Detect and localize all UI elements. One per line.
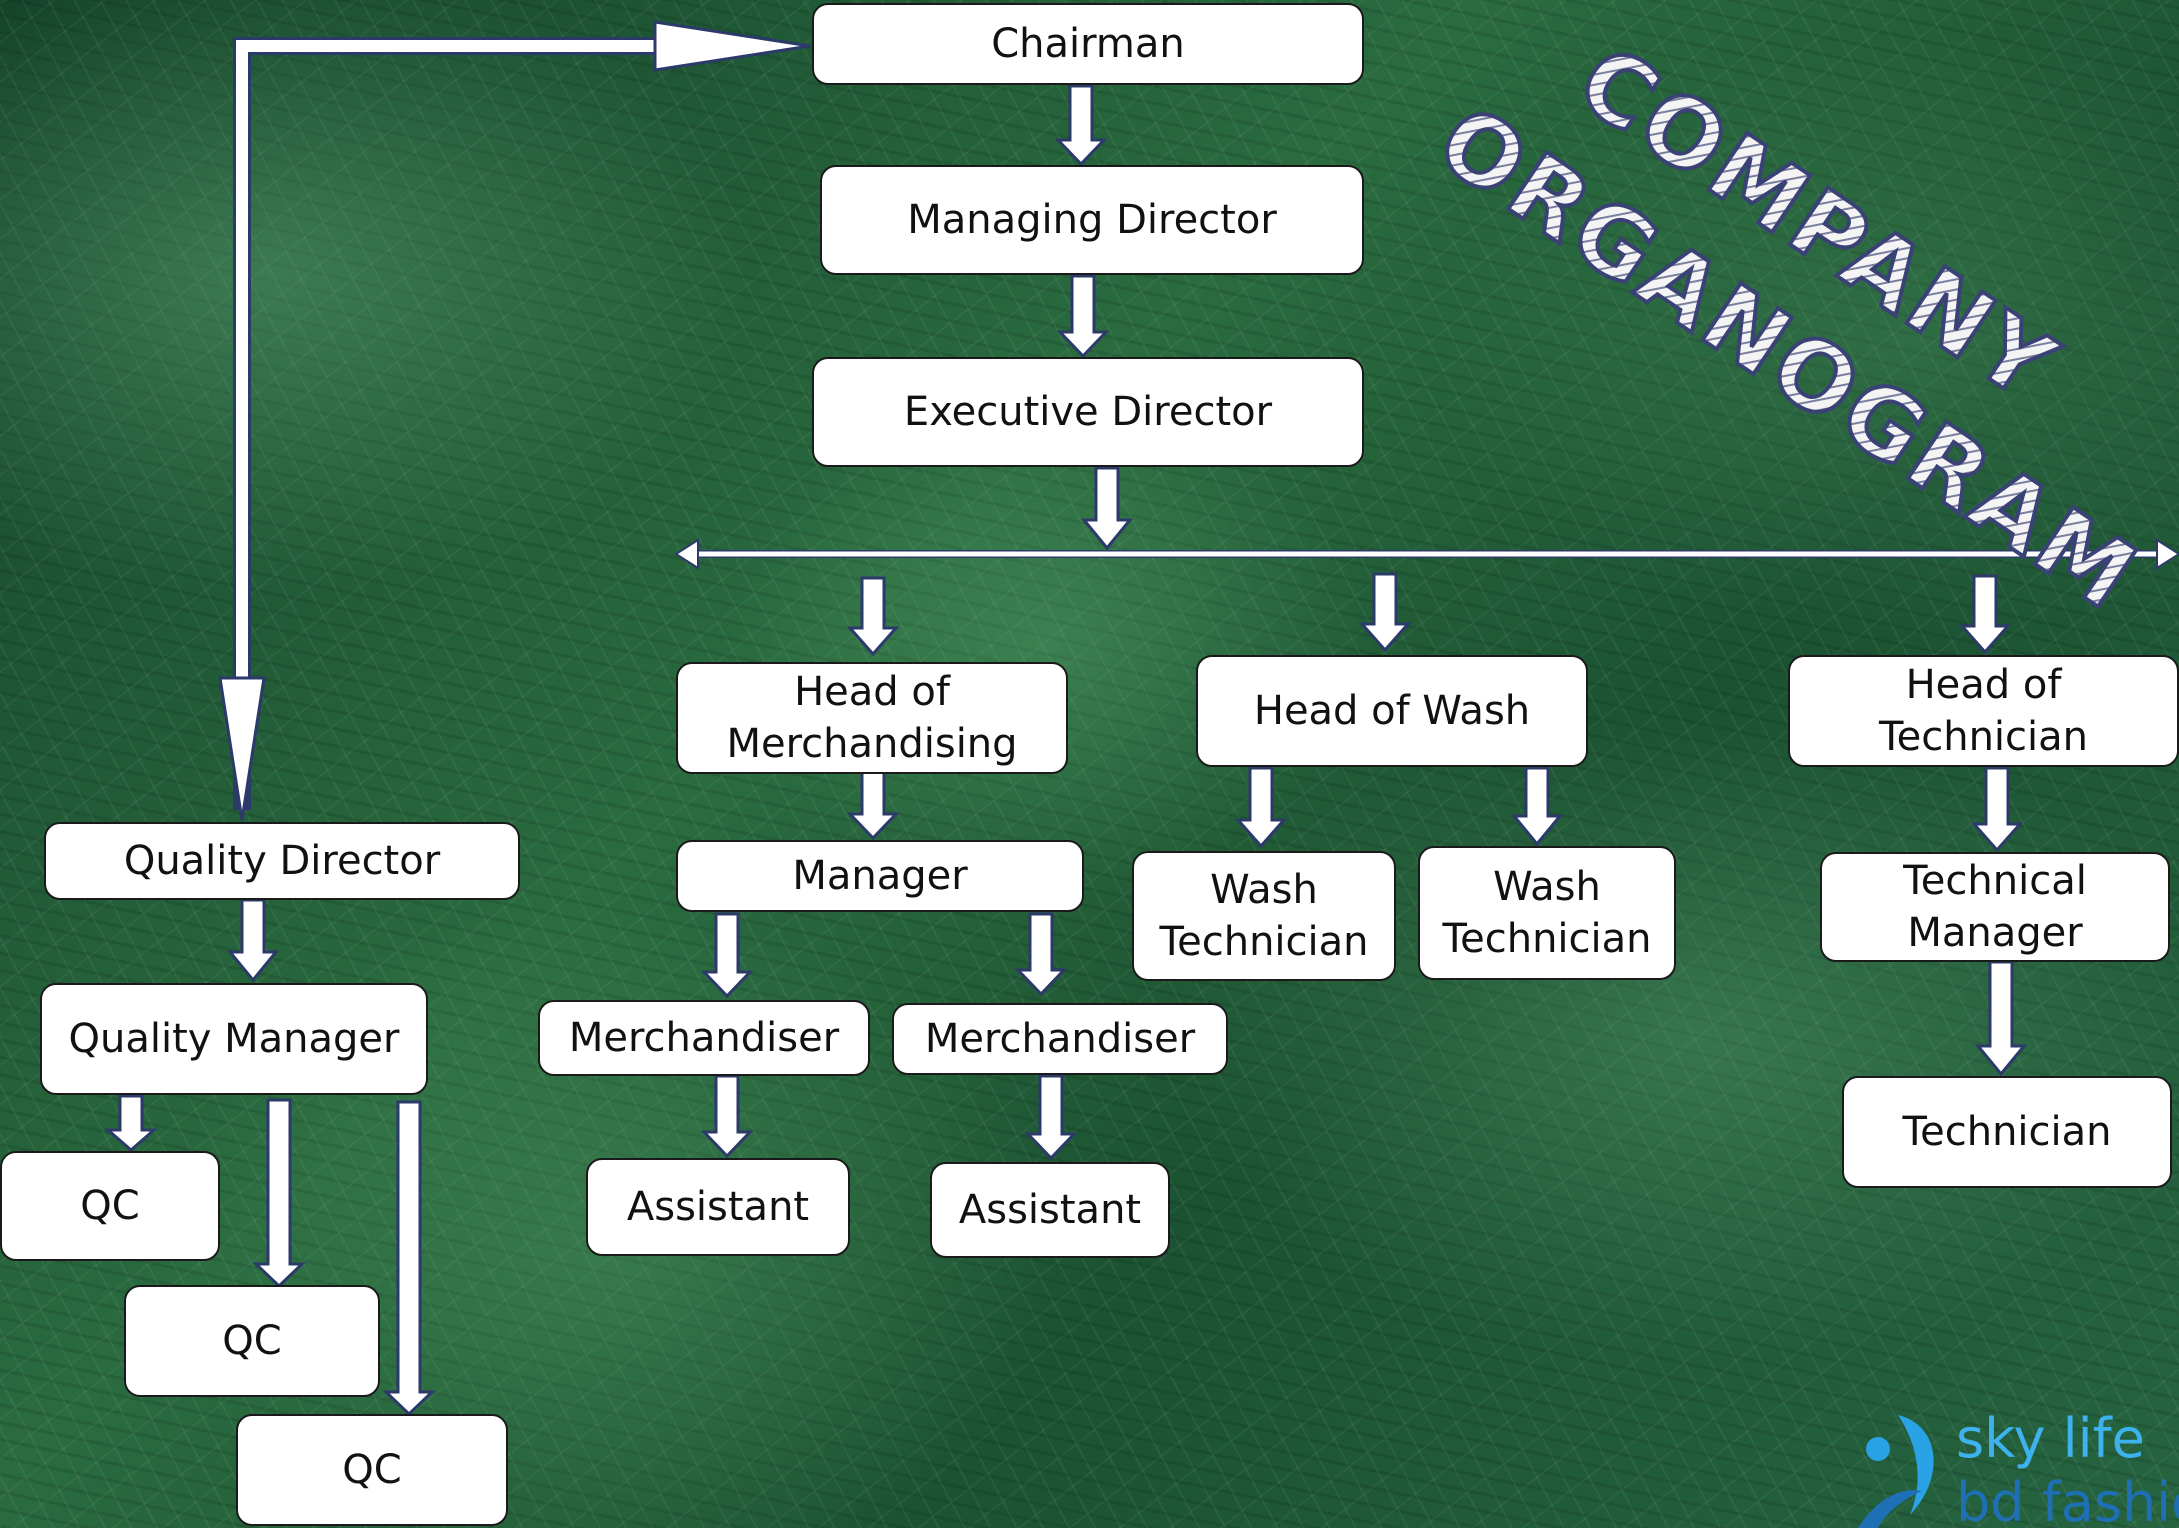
node-label: QC [222, 1318, 282, 1364]
node-label: Wash Technician [1159, 867, 1369, 965]
edge-ed-line [1080, 466, 1134, 551]
node-label: Head of Technician [1878, 662, 2089, 760]
node-quality-director: Quality Director [44, 822, 520, 900]
node-label: Manager [792, 853, 968, 899]
node-technical-manager: Technical Manager [1820, 852, 2170, 962]
node-label: Quality Director [123, 838, 441, 884]
edge-qm-qc-2 [252, 1098, 306, 1289]
edge-qm-qc-3 [382, 1100, 436, 1417]
node-qc-2: QC [124, 1285, 380, 1397]
edge-head-wash-wash-tech-1 [1234, 766, 1288, 849]
node-qc-3: QC [236, 1414, 508, 1526]
node-label: Assistant [958, 1187, 1142, 1233]
node-label: Technical Manager [1903, 858, 2087, 956]
arrowhead-left [674, 538, 699, 570]
node-label: Head of Merchandising [726, 669, 1018, 767]
node-executive-director: Executive Director [812, 357, 1364, 467]
node-manager: Manager [676, 840, 1084, 912]
node-merchandiser-1: Merchandiser [538, 1000, 870, 1076]
edge-md-ed [1056, 274, 1110, 359]
node-head-of-merchandising: Head of Merchandising [676, 662, 1068, 774]
edge-head-merch-manager [846, 770, 900, 841]
arrowhead-right [653, 20, 811, 72]
node-managing-director: Managing Director [820, 165, 1364, 275]
node-label: QC [342, 1447, 402, 1493]
distribution-line [674, 538, 2179, 570]
edge-merch-1-assistant-1 [700, 1074, 754, 1159]
edge-qm-qc-1 [103, 1094, 159, 1152]
edge-chairman-md [1054, 84, 1108, 167]
node-head-of-wash: Head of Wash [1196, 655, 1588, 767]
edge-head-wash-wash-tech-2 [1510, 766, 1564, 847]
node-chairman: Chairman [812, 3, 1364, 85]
node-label: Technician [1902, 1109, 2112, 1155]
node-assistant-2: Assistant [930, 1162, 1170, 1258]
logo-text-1: sky life [1956, 1407, 2145, 1470]
node-merchandiser-2: Merchandiser [892, 1003, 1228, 1075]
edge-line-head-merch [846, 576, 900, 657]
edge-qd-qm [226, 898, 280, 983]
arrowhead-right [2156, 538, 2179, 570]
node-qc-1: QC [0, 1151, 220, 1261]
node-technician: Technician [1842, 1076, 2172, 1188]
node-assistant-1: Assistant [586, 1158, 850, 1256]
edge-manager-merch-2 [1014, 912, 1068, 997]
edge-merch-2-assistant-2 [1024, 1074, 1078, 1161]
edge-line-head-tech [1958, 574, 2012, 655]
edge-head-tech-tech-manager [1970, 766, 2024, 853]
node-label: Head of Wash [1253, 688, 1531, 734]
node-label: Merchandiser [568, 1015, 840, 1061]
node-label: Wash Technician [1442, 864, 1652, 962]
logo: sky life bd fashio [1848, 1405, 2179, 1528]
edge-chairman-quality-director [218, 20, 811, 821]
arrowhead-down [218, 676, 266, 821]
edge-line-head-wash [1358, 572, 1412, 653]
node-label: Merchandiser [924, 1016, 1196, 1062]
node-wash-technician-1: Wash Technician [1132, 851, 1396, 981]
node-head-of-technician: Head of Technician [1788, 655, 2179, 767]
node-quality-manager: Quality Manager [40, 983, 428, 1095]
node-label: Assistant [626, 1184, 810, 1230]
node-label: Executive Director [903, 389, 1273, 435]
node-label: Quality Manager [68, 1016, 400, 1062]
logo-text-2: bd fashio [1956, 1471, 2179, 1528]
edge-tech-manager-technician [1974, 960, 2028, 1077]
node-wash-technician-2: Wash Technician [1418, 846, 1676, 980]
logo-figure-icon [1858, 1415, 1934, 1528]
node-label: QC [80, 1183, 140, 1229]
node-label: Managing Director [907, 197, 1277, 243]
edge-manager-merch-1 [700, 912, 754, 999]
node-label: Chairman [991, 21, 1185, 67]
